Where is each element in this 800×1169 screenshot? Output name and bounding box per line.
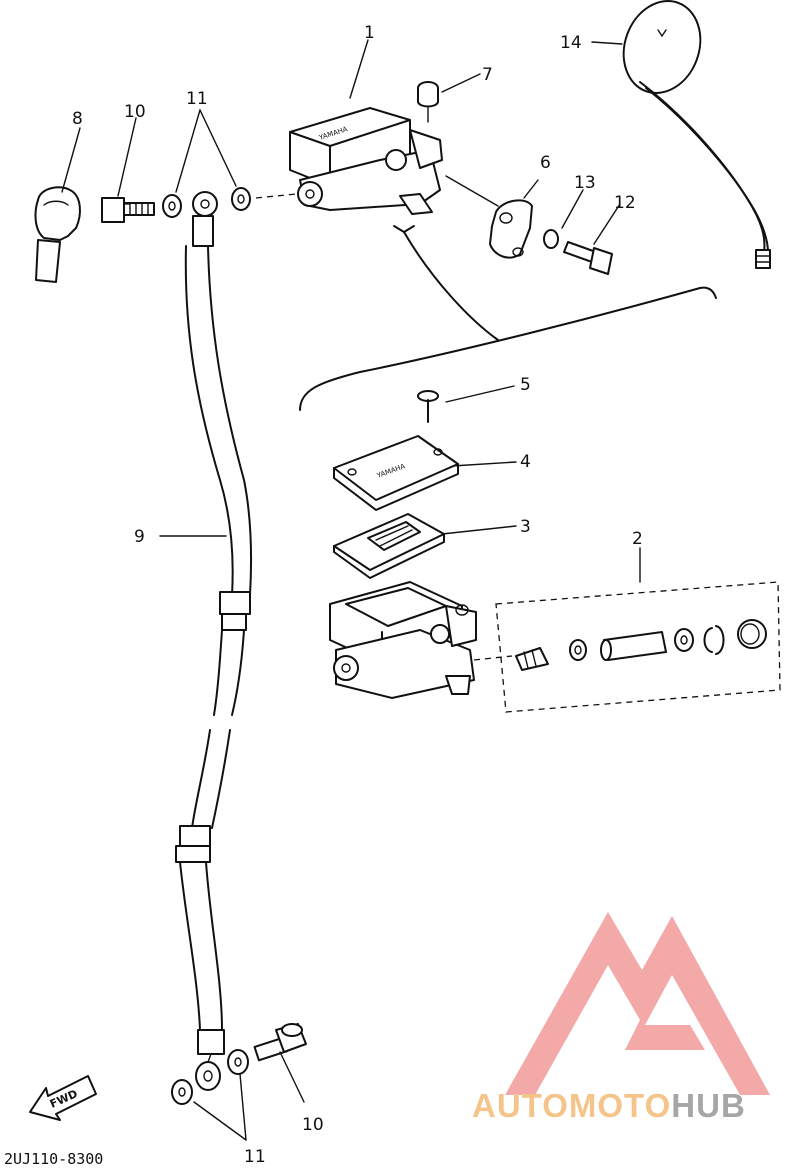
part-label-1: 1: [364, 23, 375, 43]
reservoir-plug: [417, 81, 439, 123]
mirror-assembly: [622, 0, 771, 269]
copper-washer-top-1: [162, 194, 182, 218]
master-cylinder-assembly: YAMAHA: [289, 107, 443, 215]
part-label-13: 13: [574, 173, 596, 193]
part-label-4: 4: [520, 452, 531, 472]
part-label-3: 3: [520, 517, 531, 537]
mirror-head: [622, 0, 702, 94]
washer-13: [543, 229, 559, 249]
union-bolt-top: [101, 197, 155, 223]
part-number-labels: 1 2 3 4 5 6 7 8 9 10 10 11 11 12 13 14: [72, 23, 643, 1167]
svg-text:AUTOMOTOHUB: AUTOMOTOHUB: [472, 1087, 746, 1124]
part-label-14: 14: [560, 33, 582, 53]
part-label-10-top: 10: [124, 102, 146, 122]
cylinder-kit-box: [495, 581, 781, 713]
cap-screw: [417, 390, 439, 423]
part-label-7: 7: [482, 65, 493, 85]
fwd-indicator: FWD: [29, 1075, 97, 1121]
leader-lines: [61, 39, 641, 1141]
diaphragm: [333, 513, 445, 579]
bolt-12: [563, 241, 613, 275]
part-label-6: 6: [540, 153, 551, 173]
master-cylinder-holder: [489, 199, 533, 259]
mirror-stem: [639, 81, 766, 253]
copper-washer-bottom-1: [171, 1079, 193, 1105]
cylinder-kit-parts: [515, 619, 767, 671]
exploded-view-arrow: [299, 225, 717, 411]
part-label-10-bottom: 10: [302, 1115, 324, 1135]
watermark-logo-mark: [505, 912, 770, 1095]
part-label-11-bottom: 11: [244, 1147, 266, 1167]
watermark-text-part1: AUTOMOTO: [472, 1087, 671, 1124]
part-label-9: 9: [134, 527, 145, 547]
part-label-2: 2: [632, 529, 643, 549]
master-cylinder-body: [329, 581, 513, 699]
part-label-8: 8: [72, 109, 83, 129]
part-label-11-top: 11: [186, 89, 208, 109]
copper-washer-top-2: [231, 187, 251, 211]
copper-washer-bottom-2: [227, 1049, 249, 1075]
part-label-12: 12: [614, 193, 636, 213]
boot-cap: [34, 186, 81, 283]
watermark-text: AUTOMOTOHUB: [472, 1087, 746, 1124]
reservoir-cover: YAMAHA: [333, 435, 459, 511]
brake-hose: [175, 191, 253, 1091]
union-bolt-bottom: [253, 1023, 307, 1062]
watermark-text-part2: HUB: [671, 1087, 746, 1124]
watermark-logo: [505, 912, 770, 1095]
diagram-code: 2UJ110-8300: [4, 1150, 103, 1168]
part-label-5: 5: [520, 375, 531, 395]
